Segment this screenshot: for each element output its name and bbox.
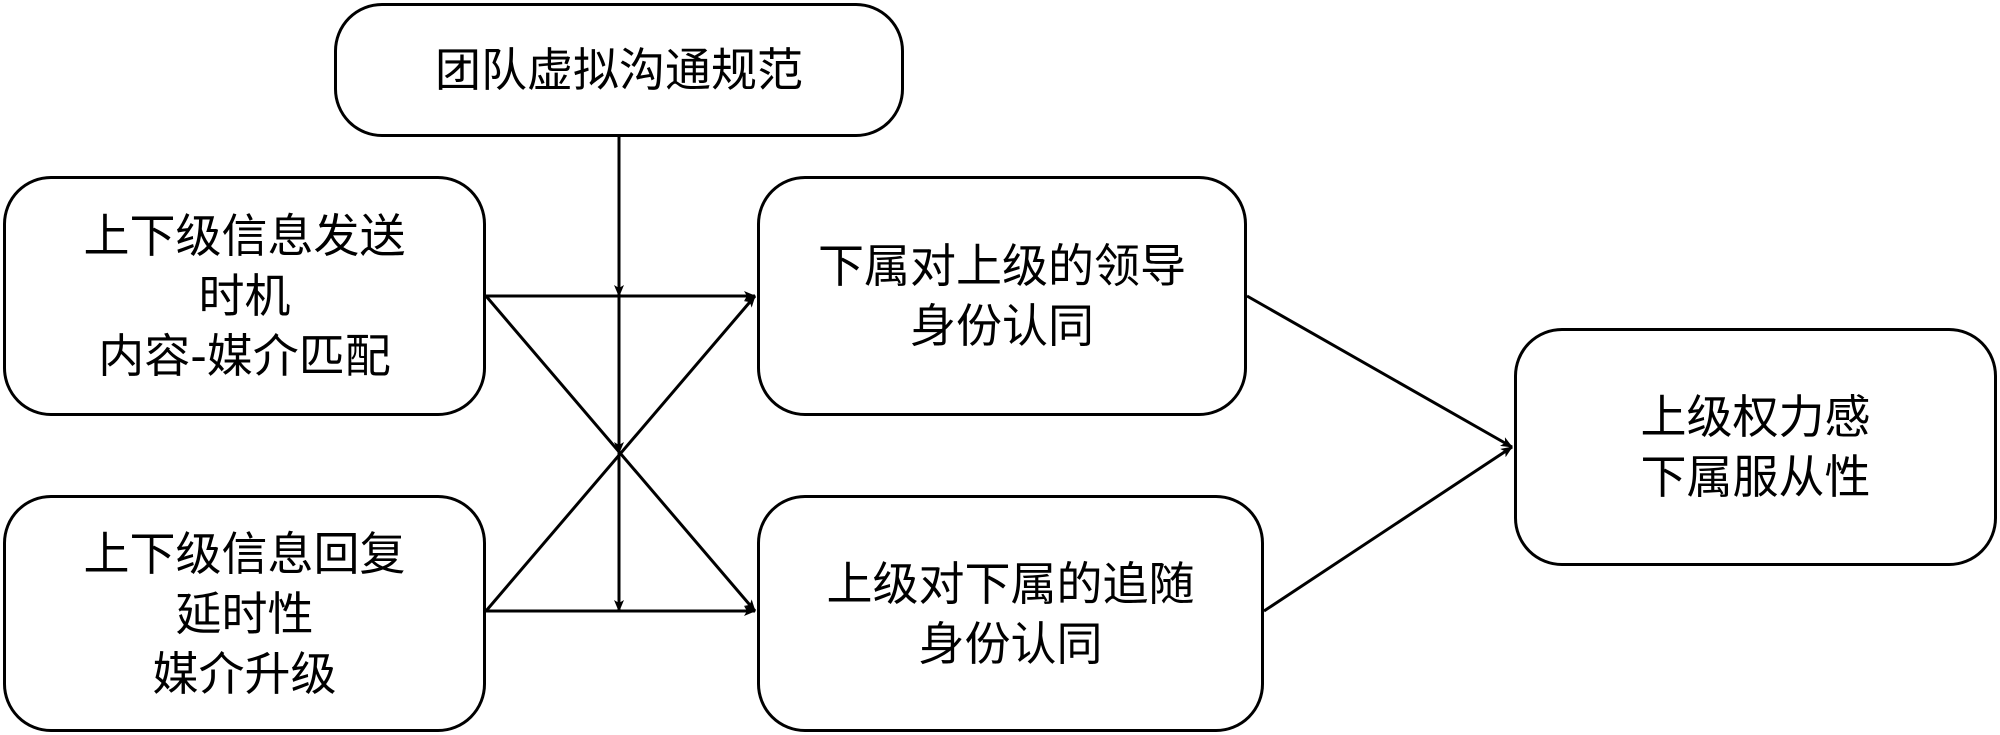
edge-leader-identity-to-outcome <box>1246 294 1513 449</box>
node-text: 下属对上级的领导 <box>818 239 1186 293</box>
node-text: 媒介升级 <box>152 646 337 701</box>
node-message-sending: 上下级信息发送 时机 内容-媒介匹配 <box>3 176 486 416</box>
edge-follower-identity-to-outcome <box>1263 445 1513 613</box>
node-text: 团队虚拟沟通规范 <box>435 43 803 97</box>
node-text: 上下级信息回复 <box>83 526 406 581</box>
node-text: 身份认同 <box>910 299 1094 353</box>
node-text: 下属服从性 <box>1640 450 1871 504</box>
node-text: 内容-媒介匹配 <box>98 329 391 383</box>
node-text: 上级权力感 <box>1640 390 1871 444</box>
node-text: 时机 <box>198 269 291 323</box>
node-text: 身份认同 <box>918 616 1103 671</box>
node-text: 上下级信息发送 <box>83 209 406 263</box>
node-leader-identity: 下属对上级的领导 身份认同 <box>757 176 1247 416</box>
node-power-compliance-outcome: 上级权力感 下属服从性 <box>1514 328 1997 566</box>
node-follower-identity: 上级对下属的追随 身份认同 <box>757 495 1264 732</box>
node-message-reply: 上下级信息回复 延时性 媒介升级 <box>3 495 486 732</box>
node-text: 延时性 <box>175 586 314 641</box>
node-team-virtual-communication-norms: 团队虚拟沟通规范 <box>334 3 904 137</box>
node-text: 上级对下属的追随 <box>826 556 1195 611</box>
